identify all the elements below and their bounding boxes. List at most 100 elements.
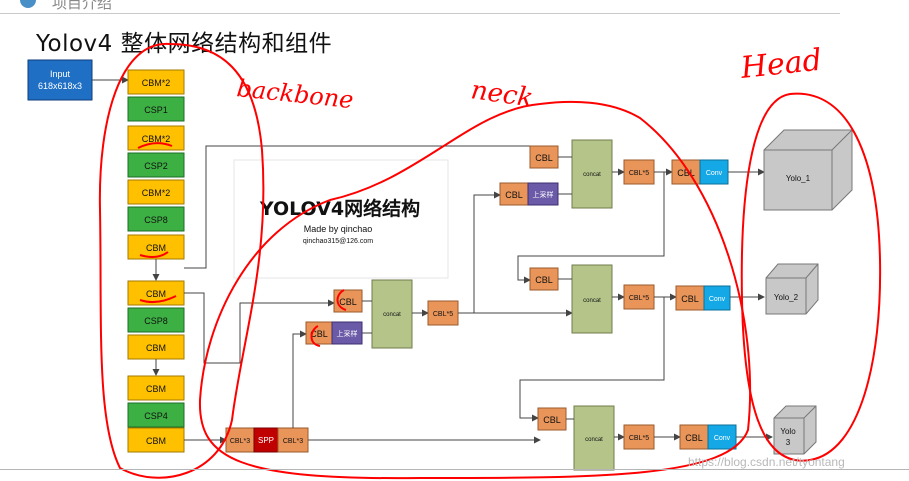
header-divider xyxy=(0,13,840,14)
cbl5-block xyxy=(623,284,655,310)
panel-author: Made by qinchao xyxy=(304,224,373,234)
concat-label: concat xyxy=(383,312,401,318)
neck-annotation: neck xyxy=(469,75,535,113)
concat-block xyxy=(571,139,613,209)
yolo1-label: Yolo_1 xyxy=(786,174,811,183)
yolo3-label-num: 3 xyxy=(786,438,791,447)
upsample-label: 上采样 xyxy=(337,329,358,338)
spp-label: SPP xyxy=(258,436,274,445)
conv-label: Conv xyxy=(709,296,726,303)
backbone-stack-3: CBM CSP4 CBM xyxy=(127,375,185,453)
backbone-label: CSP8 xyxy=(144,215,168,225)
section-title: 项目介绍 xyxy=(52,0,113,12)
bullet-icon xyxy=(20,0,36,8)
backbone-block xyxy=(127,69,185,95)
cbl3-label: CBL*3 xyxy=(283,438,303,445)
cbl5-label: CBL*5 xyxy=(629,435,649,442)
cbl-label: CBL xyxy=(543,415,561,425)
cbl-label: CBL xyxy=(681,294,699,304)
cbl-label: CBL xyxy=(339,297,357,307)
cbl5-label: CBL*5 xyxy=(433,311,453,318)
conv-block xyxy=(703,285,731,311)
neck-outline xyxy=(198,100,752,480)
backbone-block xyxy=(127,96,185,122)
backbone-annotation: backbone xyxy=(235,74,354,114)
cbl-label: CBL xyxy=(685,433,703,443)
backbone-stack-2: CBM CSP8 CBM xyxy=(127,280,185,360)
cbl3-label: CBL*3 xyxy=(230,438,250,445)
concat-label: concat xyxy=(583,172,601,178)
backbone-label: CBM xyxy=(146,384,166,394)
cbl-block xyxy=(675,285,705,311)
backbone-block xyxy=(127,375,185,401)
spp-block xyxy=(253,427,279,453)
cbl5-block xyxy=(623,424,655,450)
backbone-label: CBM*2 xyxy=(142,134,171,144)
cbl3-block xyxy=(277,427,309,453)
input-size: 618x618x3 xyxy=(38,81,82,91)
backbone-block xyxy=(127,334,185,360)
head-outline xyxy=(740,92,882,462)
backbone-block xyxy=(127,427,185,453)
backbone-block xyxy=(127,402,185,428)
red-annotations xyxy=(98,42,882,480)
slide-header: 项目介绍 xyxy=(0,0,909,14)
watermark: https://blog.csdn.net/tyontang xyxy=(688,455,845,469)
yolo2-cube xyxy=(765,263,819,315)
backbone-label: CBM xyxy=(146,243,166,253)
yolo1-cube xyxy=(763,129,853,211)
conv-block xyxy=(699,159,729,185)
cbl-label: CBL xyxy=(535,153,553,163)
underline-mark xyxy=(139,251,169,258)
center-panel xyxy=(233,159,449,279)
underline-mark xyxy=(139,295,177,304)
conv-block xyxy=(707,424,737,450)
backbone-block xyxy=(127,152,185,178)
c-mark xyxy=(310,325,321,347)
backbone-block xyxy=(127,206,185,232)
backbone-block xyxy=(127,234,185,260)
underline-mark xyxy=(137,142,173,149)
input-block xyxy=(27,59,93,101)
concat-block xyxy=(573,405,615,471)
cbl-label: CBL xyxy=(677,168,695,178)
backbone-label: CSP2 xyxy=(144,161,168,171)
backbone-label: CBM xyxy=(146,289,166,299)
concat-label: concat xyxy=(585,437,603,443)
backbone-label: CSP8 xyxy=(144,316,168,326)
backbone-block xyxy=(127,307,185,333)
conv-label: Conv xyxy=(706,170,723,177)
upsample-label: 上采样 xyxy=(533,190,554,199)
cbl5-label: CBL*5 xyxy=(629,295,649,302)
head-annotation: Head xyxy=(738,43,823,86)
c-mark xyxy=(336,289,347,311)
cbl-label: CBL xyxy=(535,275,553,285)
backbone-label: CBM xyxy=(146,343,166,353)
yolo3-label: Yolo xyxy=(780,427,796,436)
concat-block xyxy=(571,264,613,334)
backbone-label: CBM xyxy=(146,436,166,446)
cbl5-label: CBL*5 xyxy=(629,170,649,177)
panel-email: qinchao315@126.com xyxy=(303,238,373,245)
backbone-stack-1: CBM*2 CSP1 CBM*2 CSP2 CBM*2 CSP8 CBM xyxy=(127,69,185,260)
backbone-label: CSP4 xyxy=(144,411,168,421)
backbone-outline xyxy=(98,42,265,479)
footer-divider xyxy=(0,469,909,470)
backbone-block xyxy=(127,179,185,205)
backbone-label: CSP1 xyxy=(144,105,168,115)
backbone-label: CBM*2 xyxy=(142,188,171,198)
panel-title: YOLOV4网络结构 xyxy=(259,197,420,220)
cbl-block xyxy=(679,424,709,450)
concat-label: concat xyxy=(583,298,601,304)
input-label: Input xyxy=(50,69,71,79)
concat-block xyxy=(371,279,413,349)
cbl5-block xyxy=(623,159,655,185)
backbone-label: CBM*2 xyxy=(142,78,171,88)
backbone-block xyxy=(127,125,185,151)
cbl5-block xyxy=(427,300,459,326)
yolo2-label: Yolo_2 xyxy=(774,293,799,302)
cbl-label: CBL xyxy=(310,329,328,339)
conv-label: Conv xyxy=(714,435,731,442)
cbl3-block xyxy=(225,427,255,453)
